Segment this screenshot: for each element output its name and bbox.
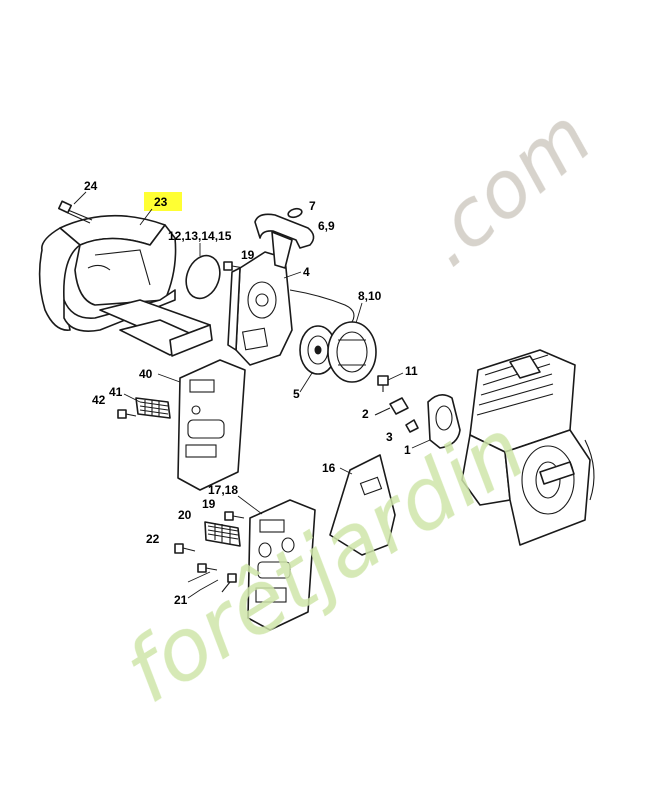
leader-21 [187,571,219,599]
callout-23[interactable]: 23 [154,195,168,209]
callout-17-18[interactable]: 17,18 [208,483,238,497]
starter-rope [289,289,355,326]
callout-5[interactable]: 5 [293,387,300,401]
screw-part-11 [377,375,389,392]
callout-11[interactable]: 11 [405,364,418,378]
gasket-part-16 [329,454,396,556]
screw-part-19-lower [224,511,245,521]
callout-16[interactable]: 16 [322,461,336,475]
watermark-suffix: .com [404,93,608,285]
spark-screen-part-41 [135,397,171,419]
part-23-highlight [144,192,182,211]
engine-block [461,349,595,546]
leader-5 [299,372,313,393]
leader-24 [73,191,87,205]
callout-21[interactable]: 21 [174,593,188,607]
leader-11 [387,372,404,381]
callout-22[interactable]: 22 [146,532,160,546]
housing-cover-part-40 [177,359,246,491]
muffler-part-17-18 [247,499,316,631]
callout-41[interactable]: 41 [109,385,123,399]
screw-part-22 [174,543,196,554]
leader-1 [411,439,431,449]
callout-8-10[interactable]: 8,10 [358,289,382,303]
leader-4 [283,271,302,279]
leader-41 [123,393,141,403]
leader-8-10 [355,302,363,324]
starter-grip-part-6-9 [254,213,315,269]
fan-wheel-part-8-10 [327,321,377,383]
callout-7[interactable]: 7 [309,199,316,213]
callout-20[interactable]: 20 [178,508,192,522]
callout-40[interactable]: 40 [139,367,153,381]
leader-16 [339,467,353,475]
callout-12-13-14-15[interactable]: 12,13,14,15 [168,229,232,243]
callout-42[interactable]: 42 [92,393,106,407]
clip-part-7 [287,207,303,219]
leader-17-18 [237,495,263,515]
callout-3[interactable]: 3 [386,430,393,444]
spark-plug-part-2 [374,397,409,416]
handle-housing-part-23 [38,214,213,357]
watermark-main: forêtjardin [108,400,542,723]
screws-part-21 [197,563,237,593]
terminal-part-3 [405,419,419,433]
starter-cover-part-4 [227,251,293,366]
callout-6-9[interactable]: 6,9 [318,219,335,233]
screw-part-24 [57,200,93,224]
rope-rotor-part-5 [299,325,337,375]
spring-ring-part-12-15 [185,254,221,300]
callout-2[interactable]: 2 [362,407,369,421]
ignition-module-part-1 [427,394,461,449]
leader-23 [139,208,153,226]
spark-screen-part-20 [204,521,241,547]
leader-40 [157,373,181,383]
screw-part-42 [117,409,137,419]
callout-24[interactable]: 24 [84,179,98,193]
callout-1[interactable]: 1 [404,443,411,457]
callout-4[interactable]: 4 [303,265,310,279]
callout-19-lower[interactable]: 19 [202,497,216,511]
callout-19-upper[interactable]: 19 [241,248,255,262]
